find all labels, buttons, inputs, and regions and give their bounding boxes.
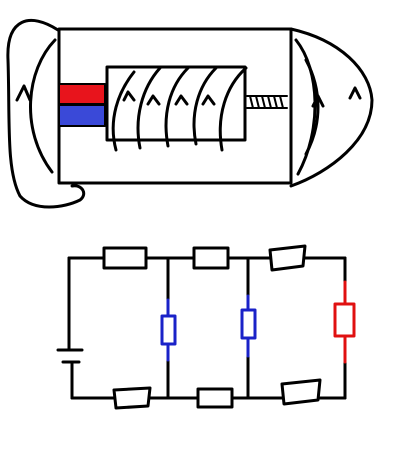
right-field-arc-2 [304, 58, 320, 156]
coil-turn-2 [136, 66, 162, 150]
right-field-dome [289, 27, 374, 188]
right-inner-arrow-icon [311, 94, 325, 108]
coil-arrow-4-icon [201, 94, 216, 106]
blue-resistor-1 [160, 314, 177, 346]
coil-turn-3 [164, 66, 190, 148]
resistor-bottom-1 [112, 386, 152, 410]
resistor-top-2 [192, 246, 230, 270]
left-arrow-icon [15, 84, 32, 102]
coil-core-box [105, 65, 247, 142]
resistor-top-1 [102, 246, 148, 270]
resistor-circuit [56, 244, 356, 410]
blue-resistor-2 [240, 308, 257, 340]
magnet-south-pole [58, 104, 106, 127]
resistor-bottom-2 [196, 387, 234, 409]
resistor-bottom-3 [280, 378, 322, 406]
coil-arrow-1-icon [122, 90, 136, 102]
coil-turn-5 [218, 66, 248, 152]
magnetic-field-sketch [6, 18, 374, 209]
left-field-loop [6, 18, 86, 209]
coil-arrow-2-icon [146, 94, 161, 106]
coil-turn-1 [111, 70, 136, 152]
left-wire [67, 256, 74, 400]
resistor-top-3 [268, 244, 307, 272]
left-field-arc [29, 38, 57, 174]
magnet-north-pole [58, 83, 106, 105]
coil-turn-4 [192, 66, 218, 146]
coil-arrow-3-icon [174, 94, 189, 106]
spring-coils [249, 95, 284, 109]
red-resistor [333, 302, 356, 338]
right-arrow-icon [348, 86, 362, 100]
